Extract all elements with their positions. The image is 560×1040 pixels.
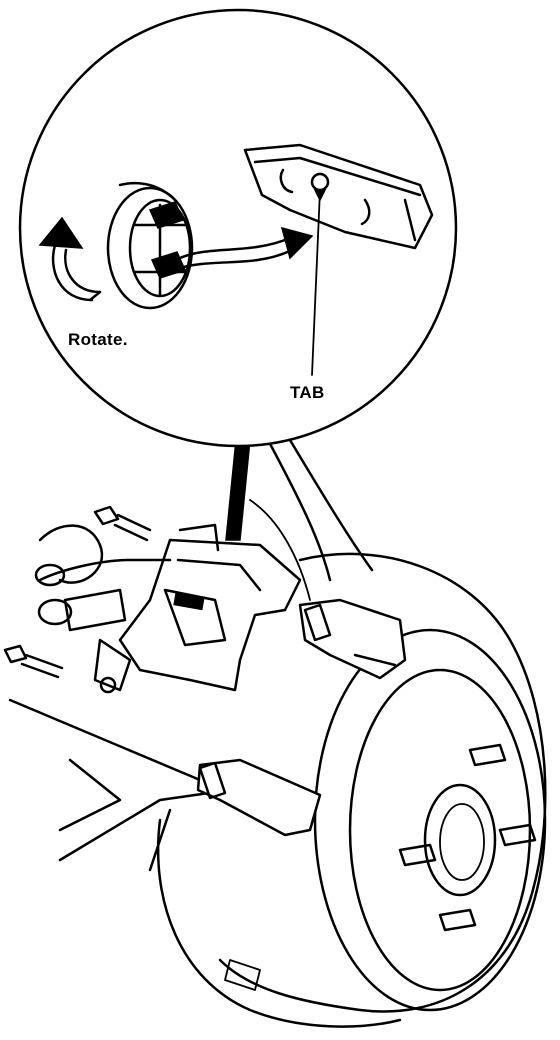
detail-callout-circle <box>18 8 458 448</box>
alignment-arrow <box>178 226 314 270</box>
strut-arm <box>249 438 374 601</box>
tab-label: TAB <box>290 383 325 402</box>
caliper-piston <box>106 181 194 310</box>
brake-pads <box>196 598 407 837</box>
tab-leader-line <box>311 189 327 376</box>
rotate-label: Rotate. <box>68 330 128 349</box>
caliper-assembly <box>3 505 302 694</box>
detail-leader-line <box>225 439 251 541</box>
control-arm <box>8 698 232 872</box>
brake-drum <box>156 552 547 1028</box>
rotate-arrow-icon <box>38 216 102 302</box>
